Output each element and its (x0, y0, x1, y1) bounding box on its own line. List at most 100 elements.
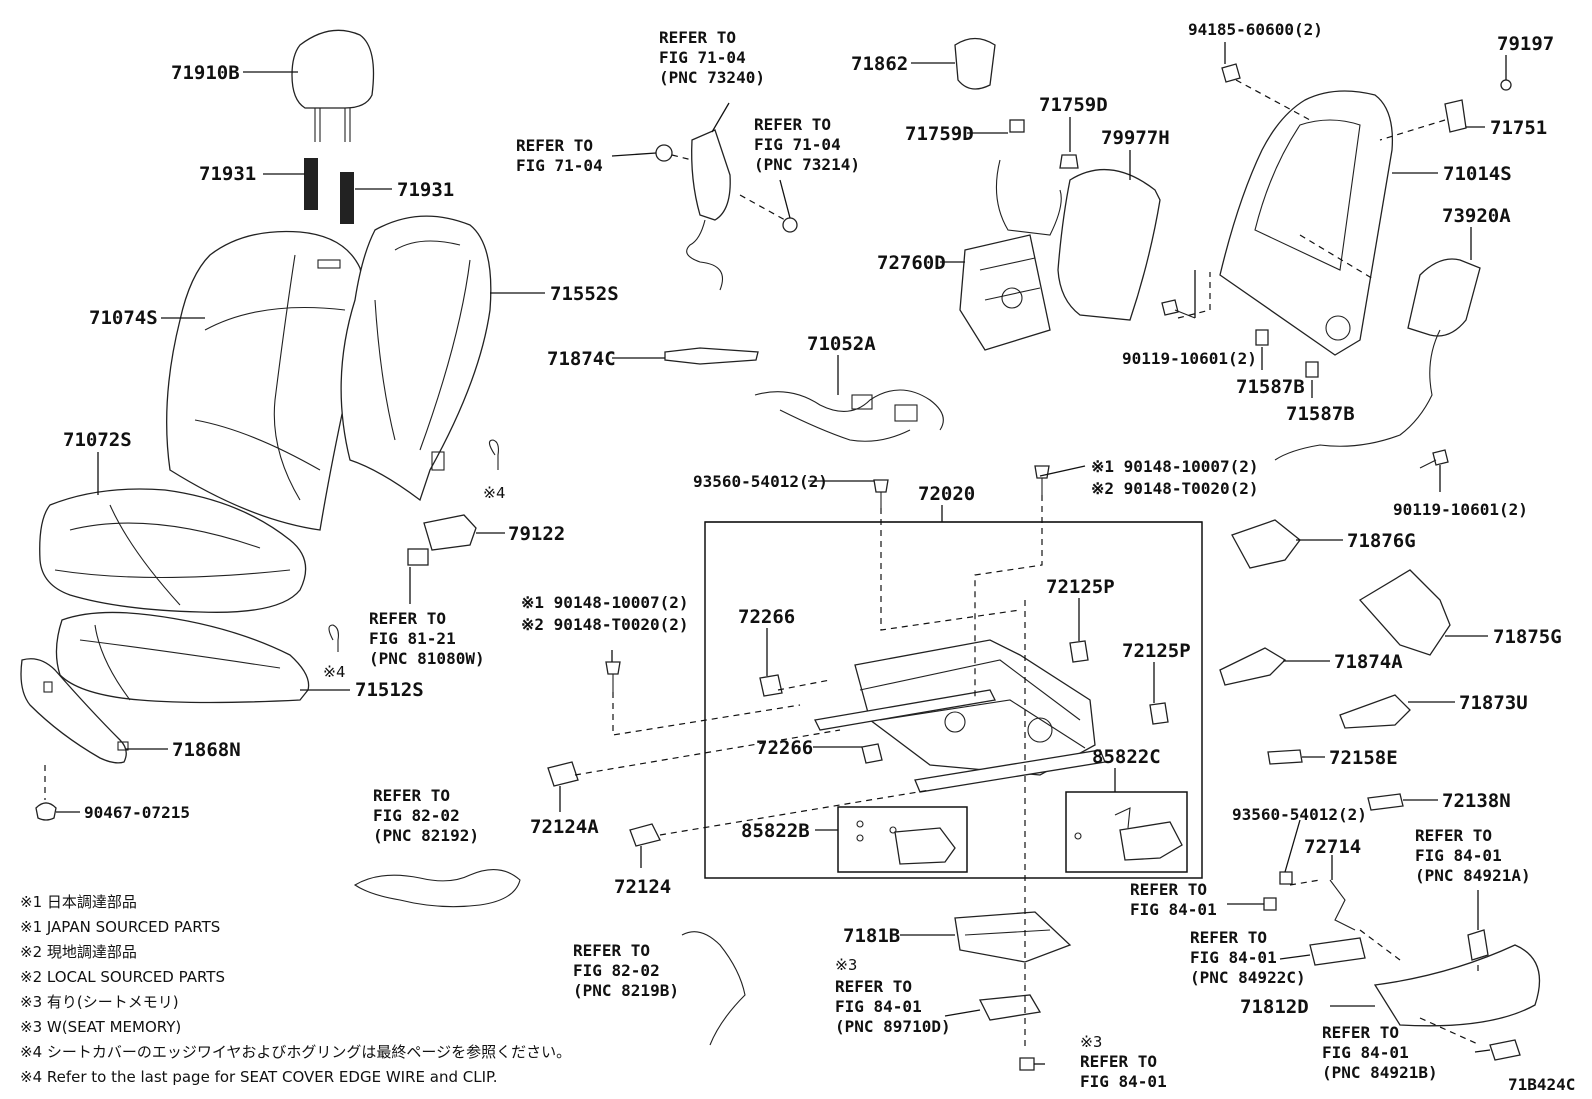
label-71587B-a[interactable]: 71587B (1236, 376, 1305, 398)
label-71552S[interactable]: 71552S (550, 283, 619, 305)
cover-71751-drawing (1444, 99, 1467, 133)
part-drawings (20, 29, 1541, 1071)
label-72124A[interactable]: 72124A (530, 816, 599, 838)
refer-fig-71-04-pnc-73214[interactable]: REFER TO FIG 71-04 (PNC 73214) (754, 115, 860, 174)
label-71759D-b[interactable]: 71759D (1039, 94, 1108, 116)
edge-wire-clip-drawing-2 (328, 624, 339, 652)
bolt-90148-drawing (605, 465, 1050, 692)
label-72714[interactable]: 72714 (1304, 836, 1361, 858)
label-79197[interactable]: 79197 (1497, 33, 1554, 55)
label-71910B[interactable]: 71910B (171, 62, 240, 84)
label-71874A[interactable]: 71874A (1334, 651, 1403, 673)
label-71052A[interactable]: 71052A (807, 333, 876, 355)
label-71512S[interactable]: 71512S (355, 679, 424, 701)
label-71759D-a[interactable]: 71759D (905, 123, 974, 145)
cover-71875G-drawing (1358, 569, 1451, 656)
refer-fig-71-04-pnc-73240[interactable]: REFER TO FIG 71-04 (PNC 73240) (659, 28, 765, 87)
seatback-cover-drawing (166, 230, 363, 531)
marked-label-left-1[interactable]: ※1 90148-10007(2) (521, 593, 689, 612)
label-71874C[interactable]: 71874C (547, 348, 616, 370)
bracket-72125P-drawing (1069, 640, 1089, 663)
label-71868N[interactable]: 71868N (172, 739, 241, 761)
switch-84921A-drawing (1467, 929, 1489, 961)
label-71875G[interactable]: 71875G (1493, 626, 1562, 648)
marked-label-left-2[interactable]: ※2 90148-T0020(2) (521, 615, 689, 634)
label-72125P-b[interactable]: 72125P (1122, 640, 1191, 662)
refer-fig-82-02-pnc-82192[interactable]: REFER TO FIG 82-02 (PNC 82192) (373, 786, 479, 845)
motor-85822B-drawing (837, 806, 968, 873)
nut-71759D-drawing (1009, 119, 1025, 133)
label-85822C[interactable]: 85822C (1092, 746, 1161, 768)
label-7181B[interactable]: 7181B (843, 925, 900, 947)
cover-72138N-drawing (1367, 793, 1404, 811)
label-72266-a[interactable]: 72266 (738, 606, 795, 628)
nut-94185-drawing (1221, 63, 1241, 83)
label-79977H[interactable]: 79977H (1101, 127, 1170, 149)
label-72138N[interactable]: 72138N (1442, 790, 1511, 812)
leader-lines (56, 42, 1507, 1065)
refer-fig-84-01-pnc-89710D[interactable]: REFER TO FIG 84-01 (PNC 89710D) (835, 977, 951, 1036)
refer-fig-84-01-pnc-84921A[interactable]: REFER TO FIG 84-01 (PNC 84921A) (1415, 826, 1531, 885)
seat-track-assembly-drawing (814, 639, 1106, 793)
refer-fig-84-01-bottom[interactable]: REFER TO FIG 84-01 (1080, 1052, 1167, 1091)
refer-fig-84-01-pnc-84922C[interactable]: REFER TO FIG 84-01 (PNC 84922C) (1190, 928, 1306, 987)
refer-fig-81-21[interactable]: REFER TO FIG 81-21 (PNC 81080W) (369, 609, 485, 668)
label-85822B[interactable]: 85822B (741, 820, 810, 842)
label-72124[interactable]: 72124 (614, 876, 671, 898)
footnote-1-en: ※1 JAPAN SOURCED PARTS (20, 918, 220, 936)
label-72760D[interactable]: 72760D (877, 252, 946, 274)
cushion-pad-drawing (55, 611, 310, 704)
label-71931-a[interactable]: 71931 (199, 163, 256, 185)
marked-label-top-1[interactable]: ※1 90148-10007(2) (1091, 457, 1259, 476)
refer-fig-84-01-right[interactable]: REFER TO FIG 84-01 (1130, 880, 1217, 919)
clip-79197-drawing (1500, 79, 1512, 91)
label-73920A[interactable]: 73920A (1442, 205, 1511, 227)
footnote-1-jp: ※1 日本調達部品 (20, 893, 137, 911)
label-72020[interactable]: 72020 (918, 483, 975, 505)
clip-drawing (35, 765, 57, 821)
refer-blocks[interactable]: REFER TO FIG 71-04 (PNC 73240) REFER TO … (369, 28, 1531, 1091)
label-94185-60600[interactable]: 94185-60600(2) (1188, 20, 1323, 39)
label-93560-54012-a[interactable]: 93560-54012(2) (693, 472, 828, 491)
refer-fig-84-01-pnc-84921B[interactable]: REFER TO FIG 84-01 (PNC 84921B) (1322, 1023, 1438, 1082)
label-90119-10601-b[interactable]: 90119-10601(2) (1393, 500, 1528, 519)
label-71751[interactable]: 71751 (1490, 117, 1547, 139)
label-90119-10601-a[interactable]: 90119-10601(2) (1122, 349, 1257, 368)
marked-label-top-2[interactable]: ※2 90148-T0020(2) (1091, 479, 1259, 498)
bracket-72125P-2-drawing (1149, 702, 1169, 725)
label-71072S[interactable]: 71072S (63, 429, 132, 451)
bracket-72266-drawing (759, 674, 783, 697)
trim-71876G-drawing (1231, 519, 1301, 569)
label-71074S[interactable]: 71074S (89, 307, 158, 329)
label-71931-b[interactable]: 71931 (397, 179, 454, 201)
label-71587B-b[interactable]: 71587B (1286, 403, 1355, 425)
footnote-2-jp: ※2 現地調達部品 (20, 943, 137, 961)
label-71014S[interactable]: 71014S (1443, 163, 1512, 185)
harness-71052A-drawing (754, 389, 944, 442)
mark-4-a: ※4 (483, 484, 505, 502)
label-71873U[interactable]: 71873U (1459, 692, 1528, 714)
label-71812D[interactable]: 71812D (1240, 996, 1309, 1018)
lumbar-pad-79977H-drawing (1057, 168, 1161, 321)
label-71876G[interactable]: 71876G (1347, 530, 1416, 552)
knob-84921B-drawing (1489, 1039, 1521, 1061)
footnote-3-jp: ※3 有り(シートメモリ) (20, 993, 179, 1011)
bolt-84-01-drawing (1019, 1057, 1035, 1071)
front-cover-drawing (20, 658, 129, 764)
seatback-pad-drawing (340, 215, 492, 502)
label-72266-b[interactable]: 72266 (756, 737, 813, 759)
seatback-frame-71014S-drawing (1219, 90, 1394, 356)
refer-fig-71-04[interactable]: REFER TO FIG 71-04 (516, 136, 603, 175)
label-79122[interactable]: 79122 (508, 523, 565, 545)
side-cover-71862-drawing (954, 37, 996, 90)
label-72125P-a[interactable]: 72125P (1046, 576, 1115, 598)
footnote-3-en: ※3 W(SEAT MEMORY) (20, 1018, 181, 1036)
refer-fig-82-02-pnc-8219B[interactable]: REFER TO FIG 82-02 (PNC 8219B) (573, 941, 679, 1000)
label-90467-07215[interactable]: 90467-07215 (84, 803, 190, 822)
marked-bolt-labels[interactable]: ※1 90148-10007(2) ※2 90148-T0020(2) ※1 9… (521, 457, 1259, 634)
part-labels[interactable]: 71910B 71931 71931 71074S 71552S 71072S … (63, 20, 1562, 1018)
label-72158E[interactable]: 72158E (1329, 747, 1398, 769)
label-93560-54012-b[interactable]: 93560-54012(2) (1232, 805, 1367, 824)
label-71862[interactable]: 71862 (851, 53, 908, 75)
footnote-4-jp: ※4 シートカバーのエッジワイヤおよびホグリングは最終ページを参照ください。 (20, 1043, 571, 1061)
